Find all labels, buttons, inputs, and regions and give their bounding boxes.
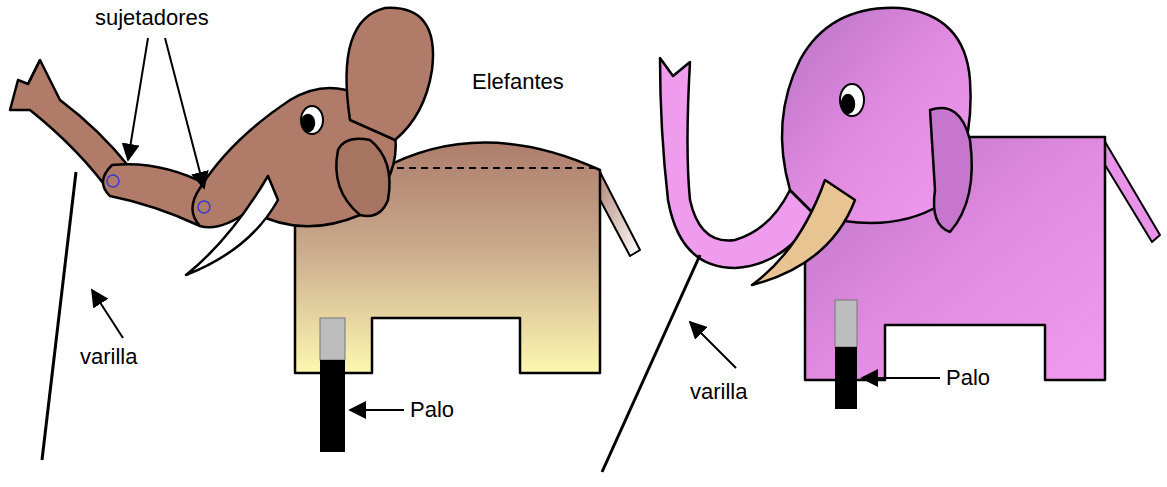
stick-top bbox=[835, 300, 857, 347]
pink-elephant bbox=[660, 8, 1160, 380]
leader-arrows bbox=[92, 38, 940, 410]
part-label: Palo bbox=[410, 398, 454, 422]
part-label: varilla bbox=[80, 345, 137, 369]
title-label: Elefantes bbox=[472, 70, 564, 94]
part-label: sujetadores bbox=[95, 6, 209, 30]
part-label: varilla bbox=[690, 380, 747, 404]
rod bbox=[602, 255, 700, 472]
brown-elephant bbox=[10, 8, 640, 373]
stick bbox=[835, 347, 857, 409]
part-label: Palo bbox=[946, 366, 990, 390]
stick bbox=[320, 360, 345, 452]
rod bbox=[42, 172, 76, 460]
stick-top bbox=[320, 318, 345, 360]
